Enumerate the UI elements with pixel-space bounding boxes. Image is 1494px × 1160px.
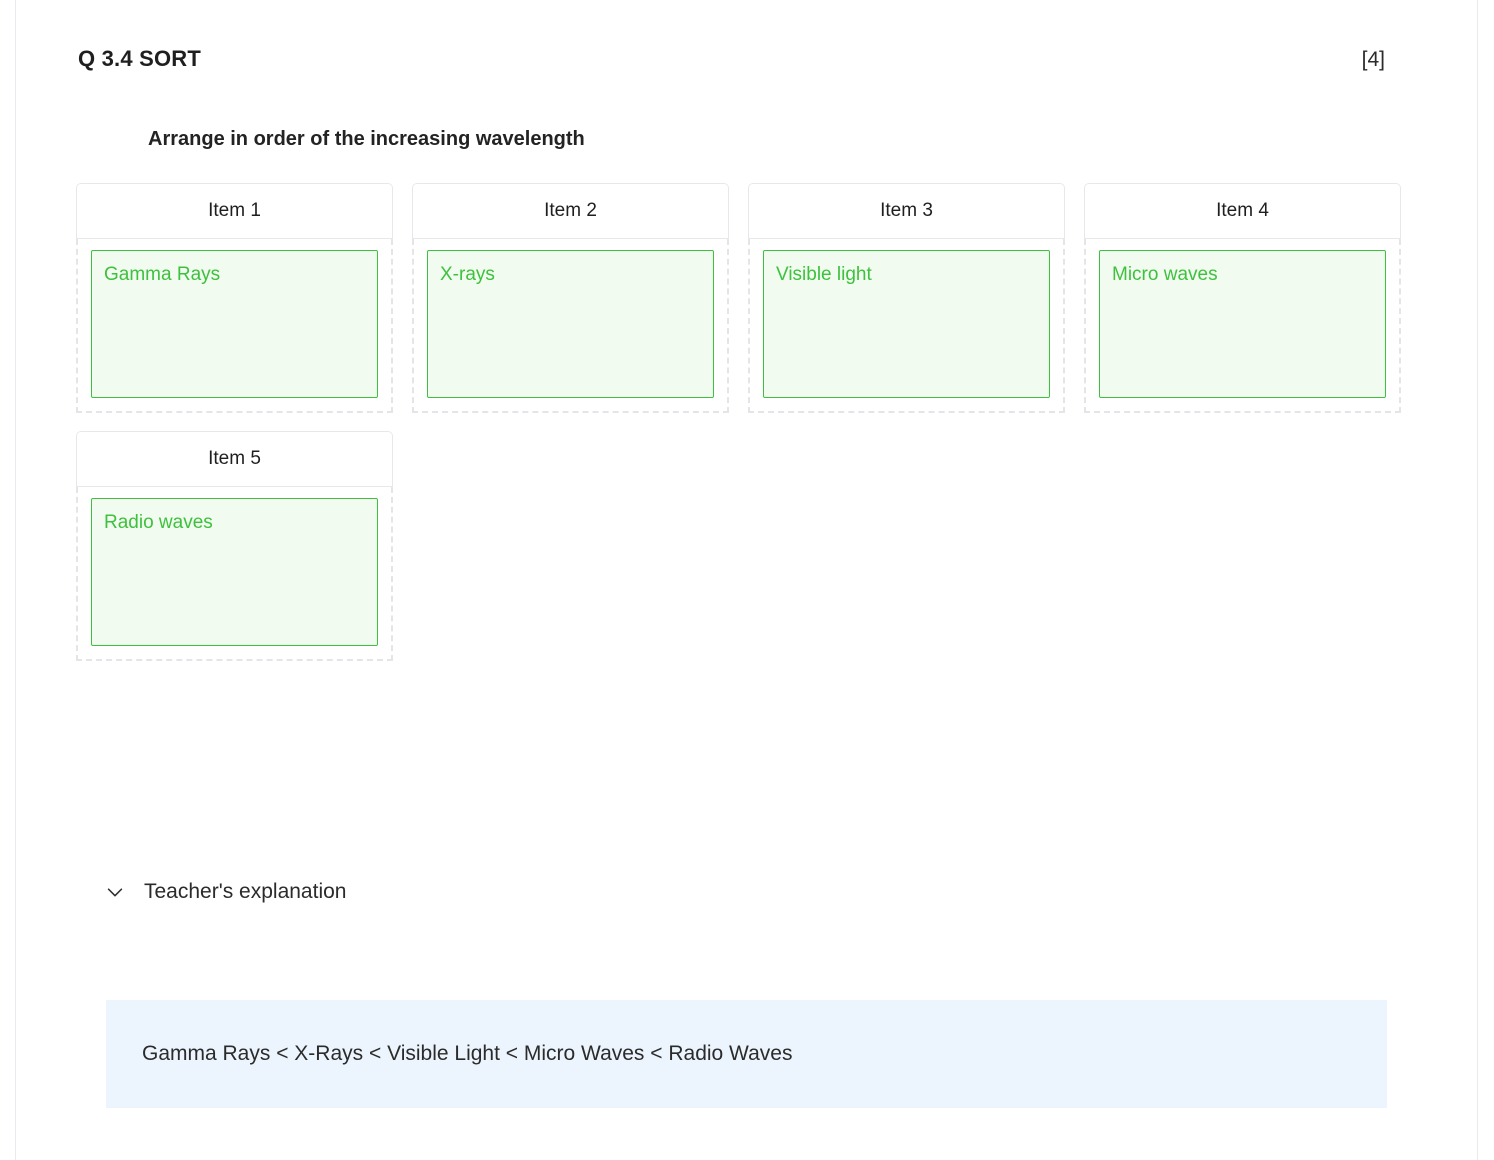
question-marks: [4] [1361, 48, 1385, 71]
sort-answer-card[interactable]: X-rays [427, 250, 714, 398]
sort-slot-grid: Item 1 Gamma Rays Item 2 X-rays Item 3 V… [76, 183, 1406, 661]
sort-slot-header: Item 1 [76, 183, 393, 239]
sort-answer-card[interactable]: Gamma Rays [91, 250, 378, 398]
sort-slot-1: Item 1 Gamma Rays [76, 183, 393, 413]
question-header: Q 3.4 SORT [4] [78, 46, 1385, 72]
page-right-rule [1477, 0, 1478, 1160]
sort-slot-3: Item 3 Visible light [748, 183, 1065, 413]
teacher-explanation-toggle[interactable]: Teacher's explanation [104, 880, 346, 904]
teacher-explanation-banner: Gamma Rays < X-Rays < Visible Light < Mi… [106, 1000, 1387, 1108]
sort-slot-4: Item 4 Micro waves [1084, 183, 1401, 413]
teacher-explanation-label: Teacher's explanation [144, 880, 347, 903]
chevron-down-icon[interactable] [104, 881, 126, 903]
sort-answer-card[interactable]: Visible light [763, 250, 1050, 398]
sort-slot-header: Item 4 [1084, 183, 1401, 239]
page-left-rule [15, 0, 16, 1160]
sort-slot-header: Item 5 [76, 431, 393, 487]
sort-slot-dropzone[interactable]: Gamma Rays [76, 239, 393, 413]
sort-slot-header: Item 2 [412, 183, 729, 239]
sort-answer-card[interactable]: Radio waves [91, 498, 378, 646]
sort-slot-header: Item 3 [748, 183, 1065, 239]
sort-slot-dropzone[interactable]: Radio waves [76, 487, 393, 661]
page-title: Q 3.4 SORT [78, 46, 202, 71]
question-prompt: Arrange in order of the increasing wavel… [148, 128, 585, 150]
sort-slot-5: Item 5 Radio waves [76, 431, 393, 661]
sort-answer-card[interactable]: Micro waves [1099, 250, 1386, 398]
sort-slot-dropzone[interactable]: Visible light [748, 239, 1065, 413]
teacher-explanation-text: Gamma Rays < X-Rays < Visible Light < Mi… [142, 1042, 793, 1065]
sort-slot-2: Item 2 X-rays [412, 183, 729, 413]
sort-slot-dropzone[interactable]: X-rays [412, 239, 729, 413]
sort-slot-dropzone[interactable]: Micro waves [1084, 239, 1401, 413]
